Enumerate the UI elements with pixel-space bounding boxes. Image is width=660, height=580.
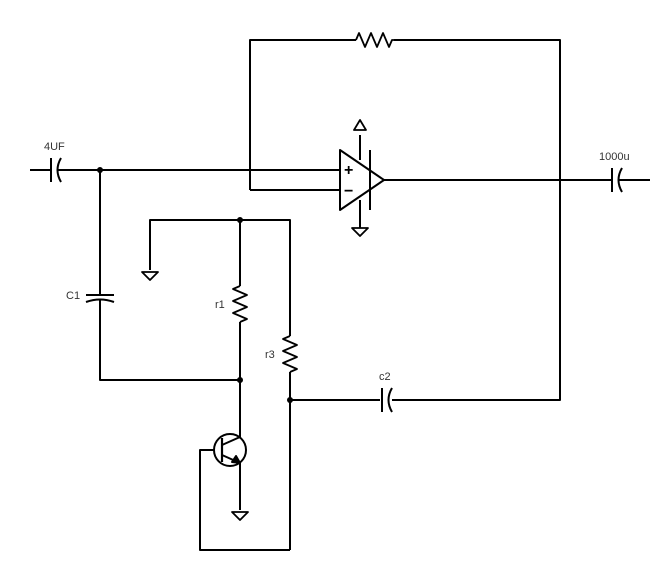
r3-label: r3	[265, 349, 275, 361]
junction-dots	[97, 167, 293, 403]
feedback-resistor	[355, 32, 394, 48]
c2-label: c2	[379, 371, 391, 383]
feedback-loop	[249, 39, 561, 401]
capacitor-c1	[85, 170, 240, 381]
opamp-minus-sign: −	[344, 183, 353, 200]
r1-label: r1	[215, 299, 225, 311]
c1-label: C1	[66, 290, 80, 302]
op-amp: + −	[339, 119, 385, 237]
capacitor-c2	[290, 387, 393, 413]
resistor-r1	[232, 220, 248, 380]
ground-symbol-top	[141, 219, 240, 281]
resistor-r3	[240, 219, 298, 550]
input-capacitor-label: 4UF	[44, 141, 65, 153]
transistor	[199, 380, 290, 551]
input-capacitor	[30, 157, 340, 183]
opamp-plus-sign: +	[344, 162, 353, 179]
output-capacitor-label: 1000u	[599, 151, 630, 163]
output-capacitor	[384, 167, 650, 193]
